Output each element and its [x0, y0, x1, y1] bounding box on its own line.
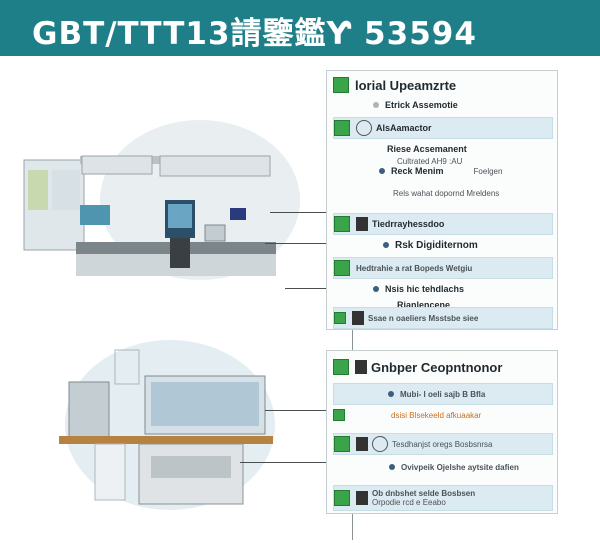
panel-icon: [333, 409, 345, 421]
device-icon: [352, 311, 364, 325]
bullet-icon: [389, 464, 395, 470]
panel-icon: [334, 216, 350, 232]
connector-line-3: [285, 288, 350, 289]
list-item: Rels wahat dopornd Mreldens: [393, 188, 500, 198]
list-item: Reck Menim Foelgen: [373, 161, 502, 181]
panel-icon: [334, 490, 350, 506]
lab-illustration-bottom: [55, 340, 285, 520]
device-icon: [356, 217, 368, 231]
bullet-icon: [383, 242, 389, 248]
list-item: AlsAamactor: [333, 117, 553, 139]
connector-line-2: [265, 243, 350, 244]
bullet-icon: [373, 286, 379, 292]
list-item: Ovivpeik Ojelshe aytsite dafien: [383, 457, 519, 477]
connector-line-5: [240, 462, 350, 463]
list-item: Ob dnbshet selde Bosbsen Orpodie rcd e E…: [333, 485, 553, 511]
gauge-icon: [356, 120, 372, 136]
list-item: Riese Acsemanent: [387, 144, 467, 154]
device-icon: [356, 491, 368, 505]
panel-icon: [334, 312, 346, 324]
panel-icon: [333, 77, 349, 93]
panel-icon: [334, 120, 350, 136]
list-item: Tesdhanjst oregs Bosbsnrsa: [333, 433, 553, 455]
list-item: dsisi Blsekeeld afkuaakar: [333, 405, 481, 425]
list-item: Cultrated AH9 :AU: [397, 156, 463, 166]
bullet-icon: [388, 391, 394, 397]
connector-line-4: [265, 410, 350, 411]
list-item: Etrick Assemotie: [367, 95, 458, 115]
cabinet-drawing: [59, 349, 273, 505]
connector-line-1: [270, 212, 350, 213]
panel-icon: [334, 436, 350, 452]
top-panel-title: lorial Upeamzrte: [355, 77, 457, 93]
list-item: Rsk Digiditernom: [377, 235, 478, 255]
panel-icon: [333, 359, 349, 375]
page-title: GBT/TTT13請鑒鑑Ƴ 53594: [32, 16, 477, 52]
bottom-panel-title-row: Gnbper Ceopntnonor: [333, 357, 502, 377]
panel-icon: [334, 260, 350, 276]
bullet-icon: [379, 168, 385, 174]
gauge-icon: [372, 436, 388, 452]
list-item: Ssae n oaeliers Msstsbe siee: [333, 307, 553, 329]
bullet-icon: [373, 102, 379, 108]
lab-illustration-top: [20, 110, 300, 290]
device-icon: [356, 437, 368, 451]
lab-bench-drawing: [23, 155, 276, 276]
top-panel-title-row: lorial Upeamzrte: [333, 75, 456, 95]
list-item: Rianlencene: [397, 300, 451, 310]
device-icon: [355, 360, 367, 374]
list-item: Nsis hic tehdlachs: [367, 279, 464, 299]
header-banner: GBT/TTT13請鑒鑑Ƴ 53594: [0, 0, 600, 56]
top-panel: lorial Upeamzrte Etrick Assemotie AlsAam…: [326, 70, 558, 330]
list-item: Tiedrrayhessdoo: [333, 213, 553, 235]
list-item: Hedtrahie a rat Bopeds Wetgiu: [333, 257, 553, 279]
bottom-panel-title: Gnbper Ceopntnonor: [371, 359, 503, 375]
bottom-panel: Gnbper Ceopntnonor Mubi- l oeli sajb B B…: [326, 350, 558, 514]
list-item: Mubi- l oeli sajb B Bfla: [333, 383, 553, 405]
